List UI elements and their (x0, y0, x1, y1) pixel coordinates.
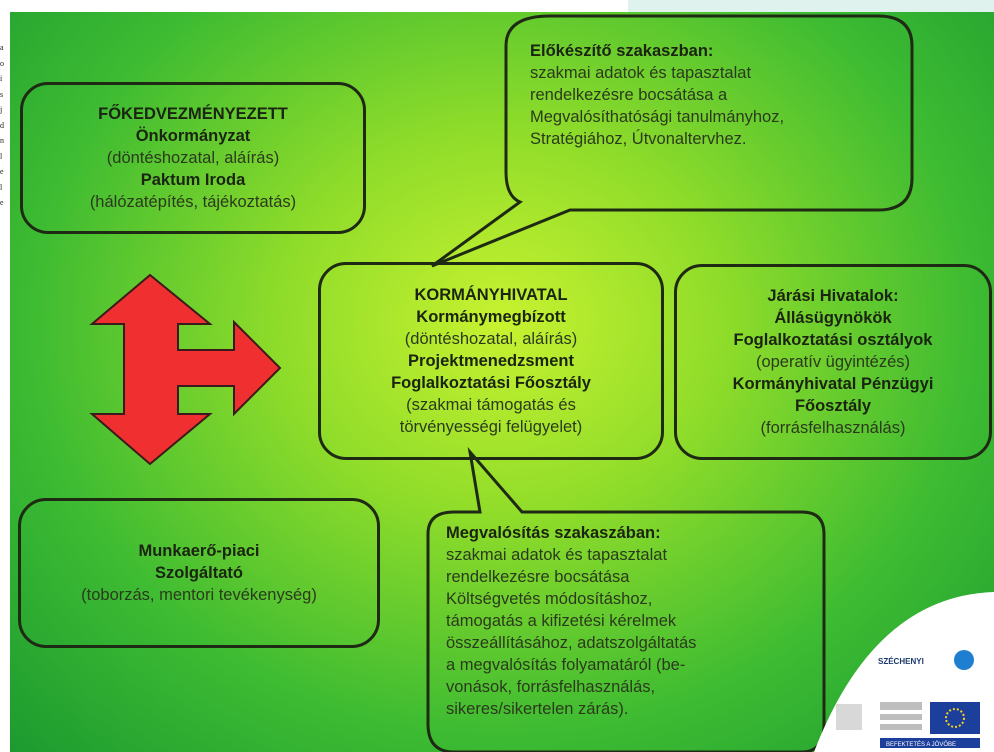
prep-title: Előkészítő szakaszban: (530, 42, 714, 60)
prep-callout-bubble (431, 14, 914, 268)
szechenyi-drop-icon (954, 650, 974, 670)
labor-title-b: Szolgáltató (154, 564, 243, 582)
gov-line1: Kormánymegbízott (416, 308, 566, 326)
prep-line: Stratégiához, Útvonaltervhez. (530, 130, 747, 148)
district-title: Járási Hivatalok: (767, 287, 899, 305)
diagram-shapes (89, 14, 914, 752)
prep-line: Megvalósíthatósági tanulmányhoz, (530, 108, 785, 126)
prep-line: szakmai adatok és tapasztalat (530, 64, 752, 82)
gov-line1-note: (döntéshozatal, aláírás) (404, 330, 578, 348)
red-arrow-icon (89, 273, 282, 466)
beneficiary-line2-note: (hálózatépítés, tájékoztatás) (89, 193, 297, 211)
impl-line: támogatás a kifizetési kérelmek (446, 612, 677, 630)
impl-line: szakmai adatok és tapasztalat (446, 546, 668, 564)
labor-note: (toborzás, mentori tevékenység) (81, 586, 317, 604)
district-line3b: Főosztály (794, 397, 872, 415)
district-line3a: Kormányhivatal Pénzügyi (732, 375, 934, 393)
district-line1: Állásügynökök (774, 309, 892, 327)
gov-title: KORMÁNYHIVATAL (414, 286, 568, 304)
prep-callout-text: Előkészítő szakaszban: szakmai adatok és… (530, 40, 900, 150)
gov-line3-note-a: (szakmai támogatás és (406, 396, 576, 414)
beneficiary-line1: Önkormányzat (135, 127, 251, 145)
district-line3-note: (forrásfelhasználás) (760, 419, 906, 437)
gov-line3: Foglalkoztatási Főosztály (391, 374, 591, 392)
district-line2: Foglalkoztatási osztályok (733, 331, 933, 349)
beneficiary-box: FŐKEDVEZMÉNYEZETT Önkormányzat (döntésho… (20, 82, 366, 234)
impl-line: Költségvetés módosításhoz, (446, 590, 653, 608)
impl-line: rendelkezésre bocsátása (446, 568, 630, 586)
impl-line: a megvalósítás folyamatáról (be- (446, 656, 686, 674)
labor-provider-box: Munkaerő-piaci Szolgáltató (toborzás, me… (18, 498, 380, 648)
beneficiary-line2: Paktum Iroda (140, 171, 246, 189)
impl-line: összeállításához, adatszolgáltatás (446, 634, 697, 652)
gov-line3-note-b: törvényességi felügyelet) (399, 418, 583, 436)
labor-title-a: Munkaerő-piaci (138, 542, 260, 560)
eu-badge-text: BEFEKTETÉS A JÖVŐBE (886, 741, 956, 748)
government-office-box: KORMÁNYHIVATAL Kormánymegbízott (döntésh… (318, 262, 664, 460)
beneficiary-line1-note: (döntéshozatal, aláírás) (106, 149, 280, 167)
impl-title: Megvalósítás szakaszában: (446, 524, 661, 542)
impl-callout-text: Megvalósítás szakaszában: szakmai adatok… (446, 522, 816, 720)
prep-line: rendelkezésre bocsátása a (530, 86, 728, 104)
gov-line2: Projektmenedzsment (408, 352, 574, 370)
crest-icon (836, 704, 862, 730)
diagram-slide: FŐKEDVEZMÉNYEZETT Önkormányzat (döntésho… (10, 12, 994, 752)
district-line2-note: (operatív ügyintézés) (755, 353, 911, 371)
beneficiary-title: FŐKEDVEZMÉNYEZETT (98, 105, 288, 123)
impl-line: sikeres/sikertelen zárás). (446, 700, 629, 718)
eu-flag-icon (930, 702, 980, 734)
szechenyi-brand: SZÉCHENYI (878, 657, 924, 666)
impl-line: vonások, forrásfelhasználás, (446, 678, 656, 696)
top-right-strip (628, 0, 994, 12)
district-offices-box: Járási Hivatalok: Állásügynökök Foglalko… (674, 264, 992, 460)
szechenyi-logo: SZÉCHENYI BEFEKTETÉS A JÖVŐBE (814, 592, 994, 752)
